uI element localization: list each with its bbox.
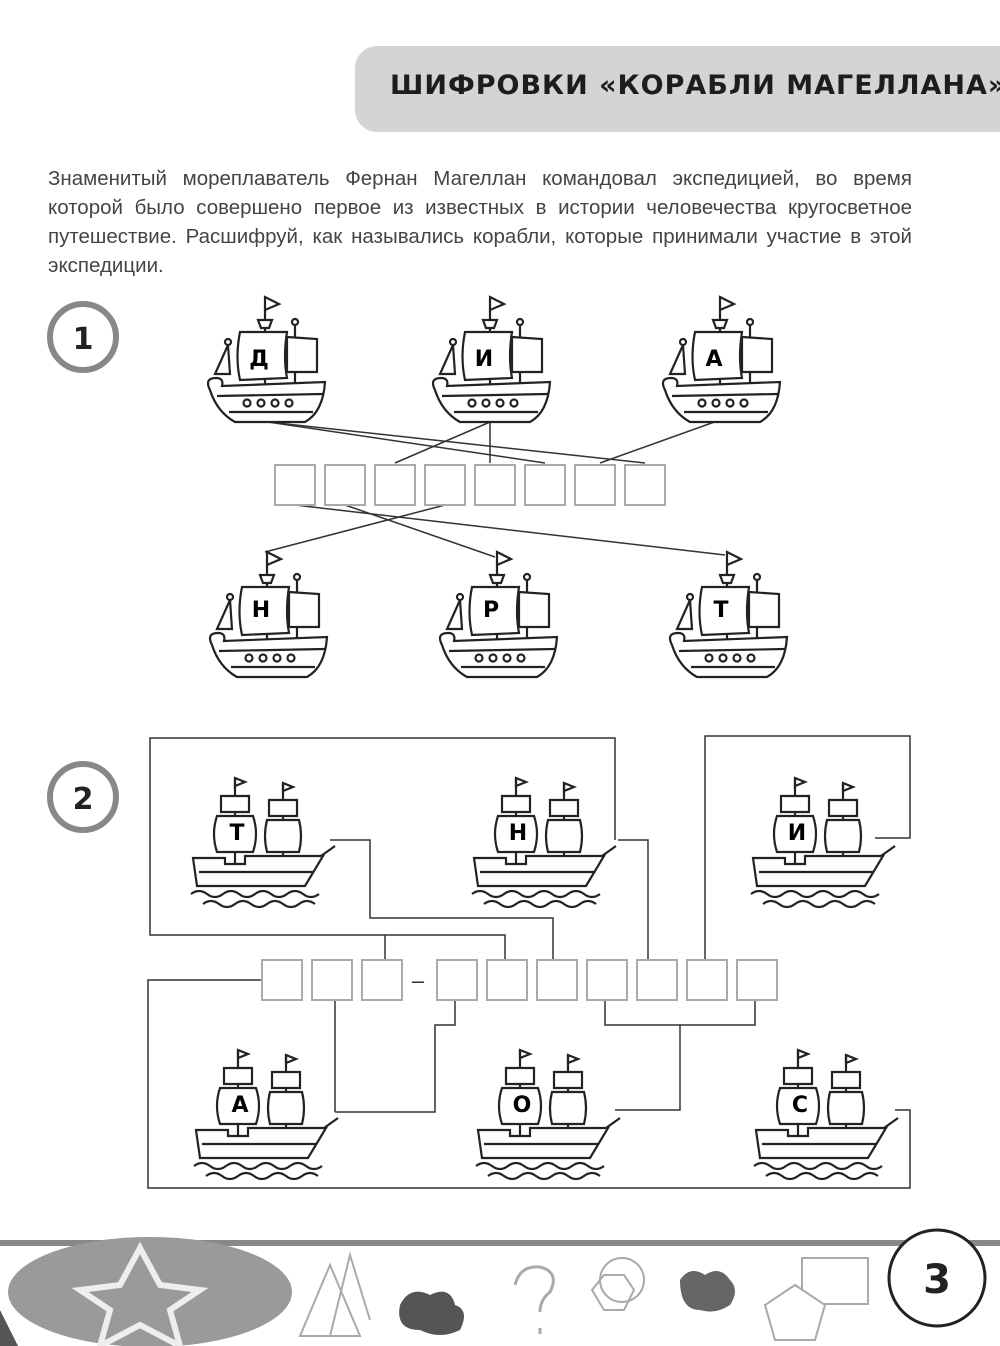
ship-letter: С [792, 1093, 808, 1118]
ship-icon: А [661, 295, 782, 424]
ship-icon: Т [189, 776, 337, 909]
ship-letter: И [788, 821, 806, 846]
star-shape [71, 1241, 209, 1346]
dash: – [412, 968, 425, 993]
task-number-badge [47, 761, 119, 833]
ship-letter: И [475, 347, 493, 372]
task2: 2 – Т Н И А [47, 735, 911, 1189]
footer-decoration: 3 [0, 1228, 1000, 1346]
ship-icon: Д [206, 295, 327, 424]
page-title: ШИФРОВКИ «КОРАБЛИ МАГЕЛЛАНА» [390, 70, 1000, 101]
ship-letter: О [513, 1093, 532, 1118]
answer-boxes[interactable] [274, 464, 666, 506]
task-number: 2 [73, 782, 94, 817]
connection-lines [147, 735, 911, 1189]
task-number: 1 [73, 322, 94, 357]
hexagon-shape [590, 1274, 636, 1311]
ship-letter: Р [483, 598, 499, 623]
puzzle-shape-2 [680, 1271, 735, 1312]
ship-letter: А [705, 347, 722, 372]
ship-icon: С [752, 1048, 900, 1181]
ship-icon: А [192, 1048, 340, 1181]
ship-icon: Т [668, 550, 789, 679]
ship-letter: Т [229, 821, 244, 846]
circle-shape [599, 1257, 645, 1303]
task-number-badge [47, 301, 119, 373]
connection-lines [264, 419, 726, 558]
pentagon-shape [763, 1283, 827, 1341]
intro-text: Знаменитый мореплаватель Фернан Магеллан… [48, 167, 912, 277]
triangle-shape [298, 1251, 371, 1337]
page-number-badge [887, 1228, 987, 1328]
puzzle-shape [399, 1291, 464, 1335]
task1: 1 Д И А Н Р Т [47, 295, 789, 679]
question-mark-shape [513, 1265, 555, 1334]
ship-icon: И [431, 295, 552, 424]
ship-letter: Т [713, 598, 728, 623]
ship-letter: А [231, 1093, 248, 1118]
ship-letter: Н [252, 598, 270, 623]
ship-icon: Н [208, 550, 329, 679]
ship-icon: И [749, 776, 897, 909]
ellipse-shape [8, 1237, 292, 1346]
answer-boxes[interactable] [261, 959, 778, 1001]
ship-icon: О [474, 1048, 622, 1181]
ship-letter: Н [509, 821, 527, 846]
ship-icon: Н [470, 776, 618, 909]
page-number: 3 [923, 1257, 951, 1303]
ship-icon: Р [438, 550, 559, 679]
ship-letter: Д [249, 347, 269, 372]
rectangle-shape [801, 1257, 869, 1305]
title-band [355, 46, 1000, 132]
